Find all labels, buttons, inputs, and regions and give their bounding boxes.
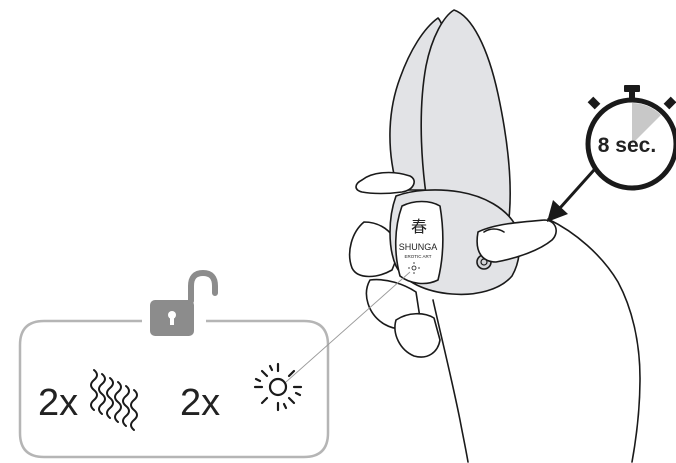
- hand-holding-device: [350, 10, 640, 462]
- brand-tagline: EROTIC ART: [405, 254, 432, 259]
- light-count: 2x: [180, 382, 220, 424]
- light-flash-icon: [255, 364, 301, 410]
- padlock-shackle: [191, 273, 215, 301]
- finger-top: [356, 173, 414, 194]
- stopwatch-icon: 8 sec.: [588, 85, 676, 188]
- stopwatch-left-button: [588, 97, 601, 110]
- hand-outline: [548, 219, 640, 462]
- vibration-waves-icon: [91, 370, 137, 430]
- wrist-line: [433, 300, 468, 462]
- finger-bottom: [395, 314, 440, 357]
- stopwatch-crown: [624, 85, 640, 92]
- vibration-count: 2x: [38, 382, 78, 424]
- padlock-keyhole-slot: [170, 316, 174, 325]
- unlocked-padlock-icon: [150, 273, 215, 336]
- timer-arrow: [547, 170, 594, 222]
- brand-name: SHUNGA: [399, 242, 438, 252]
- stopwatch-right-button: [664, 97, 676, 110]
- instruction-panel: 2x 2x: [20, 273, 328, 457]
- timer-label: 8 sec.: [598, 134, 656, 157]
- emblem-kanji: 春: [411, 218, 427, 236]
